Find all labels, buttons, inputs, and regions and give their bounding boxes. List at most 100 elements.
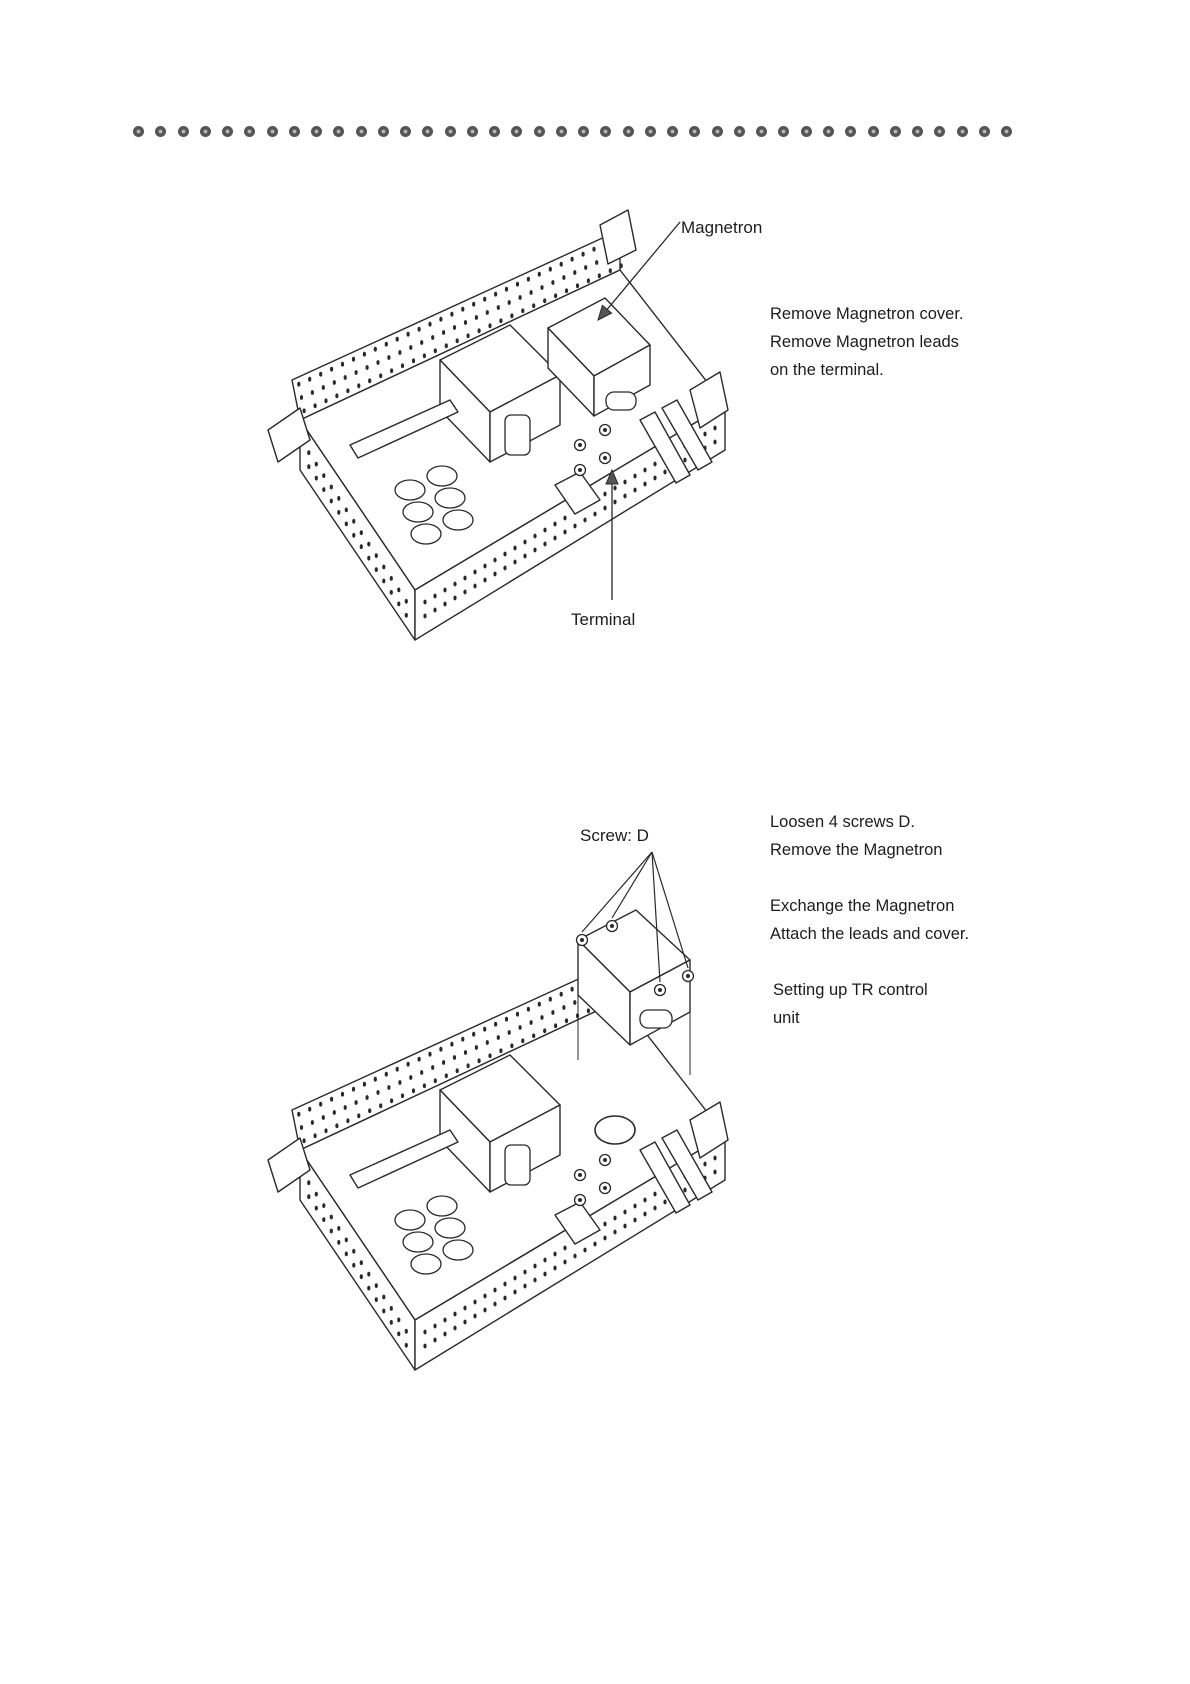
waveguide-opening (595, 1116, 635, 1144)
perforation (516, 1012, 519, 1017)
perforation (450, 1042, 453, 1047)
perforation (653, 1192, 656, 1197)
perforation (453, 1055, 456, 1060)
perforation (322, 1115, 325, 1120)
perforation (486, 1040, 489, 1045)
perforation (464, 1050, 467, 1055)
perforation (493, 1302, 496, 1307)
perforation (420, 1070, 423, 1075)
perforation (407, 1062, 410, 1067)
perforation (375, 1283, 378, 1288)
perforation (554, 1023, 557, 1028)
perforation (409, 1075, 412, 1080)
perforation (314, 1133, 317, 1138)
perforation (713, 1156, 716, 1161)
perforation (412, 1088, 415, 1093)
perforation (543, 1258, 546, 1263)
screw-center (578, 1173, 582, 1177)
perforation (521, 1038, 524, 1043)
perforation (442, 1060, 445, 1065)
perforation (322, 1217, 325, 1222)
perforation (311, 1120, 314, 1125)
perforation (344, 1105, 347, 1110)
perforation (573, 1000, 576, 1005)
perforation (613, 1230, 616, 1235)
perforation (510, 1043, 513, 1048)
perforation (300, 1125, 303, 1130)
perforation (603, 1222, 606, 1227)
perforation (703, 1162, 706, 1167)
perforation (653, 1206, 656, 1211)
perforation (467, 1063, 470, 1068)
perforation (315, 1206, 318, 1211)
capacitor (411, 1254, 441, 1274)
perforation (297, 1112, 300, 1117)
perforation (307, 1194, 310, 1199)
perforation (337, 1226, 340, 1231)
perforation (488, 1053, 491, 1058)
perforation (478, 1058, 481, 1063)
perforation (683, 1188, 686, 1193)
perforation (346, 1118, 349, 1123)
capacitor (435, 1218, 465, 1238)
perforation (497, 1035, 500, 1040)
perforation (423, 1330, 426, 1335)
perforation (434, 1078, 437, 1083)
perforation (308, 1107, 311, 1112)
perforation (401, 1093, 404, 1098)
perforation (405, 1343, 408, 1348)
perforation (423, 1083, 426, 1088)
perforation (565, 1018, 568, 1023)
magnetron-lifted-port (640, 1010, 672, 1028)
perforation (505, 1017, 508, 1022)
perforation (397, 1318, 400, 1323)
perforation (330, 1229, 333, 1234)
perforation (352, 1249, 355, 1254)
perforation (551, 1010, 554, 1015)
perforation (533, 1264, 536, 1269)
perforation (319, 1102, 322, 1107)
perforation (375, 1297, 378, 1302)
perforation (453, 1326, 456, 1331)
perforation (333, 1110, 336, 1115)
perforation (397, 1332, 400, 1337)
perforation (473, 1300, 476, 1305)
perforation (573, 1254, 576, 1259)
perforation (363, 1082, 366, 1087)
perforation (603, 1236, 606, 1241)
perforation (503, 1282, 506, 1287)
perforation (513, 1276, 516, 1281)
perforation (379, 1103, 382, 1108)
perforation (473, 1314, 476, 1319)
perforation (396, 1067, 399, 1072)
perforation (456, 1068, 459, 1073)
capacitor (427, 1196, 457, 1216)
perforation (523, 1284, 526, 1289)
screw-center (658, 988, 662, 992)
perforation (382, 1309, 385, 1314)
perforation (337, 1240, 340, 1245)
perforation (398, 1080, 401, 1085)
perforation (390, 1306, 393, 1311)
perforation (360, 1260, 363, 1265)
perforation (472, 1032, 475, 1037)
perforation (376, 1090, 379, 1095)
perforation (352, 1263, 355, 1268)
perforation (623, 1210, 626, 1215)
screw-center (610, 924, 614, 928)
perforation (330, 1215, 333, 1220)
perforation (461, 1037, 464, 1042)
perforation (494, 1022, 497, 1027)
perforation (663, 1200, 666, 1205)
perforation (563, 1260, 566, 1265)
screw-center (686, 974, 690, 978)
perforation (633, 1204, 636, 1209)
perforation (643, 1212, 646, 1217)
perforation (583, 1248, 586, 1253)
perforation (533, 1278, 536, 1283)
screw-center (603, 1186, 607, 1190)
perforation (538, 1002, 541, 1007)
transformer-coil (505, 1145, 530, 1185)
perforation (335, 1123, 338, 1128)
perforation (341, 1092, 344, 1097)
